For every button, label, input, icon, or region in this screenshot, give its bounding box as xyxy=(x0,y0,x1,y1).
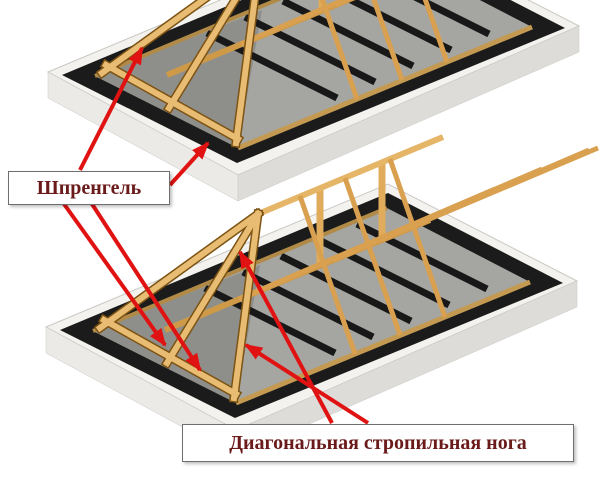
arrow-sprengel-bottom-2 xyxy=(90,202,202,372)
sprengel-label: Шпренгель xyxy=(8,171,170,205)
diagonal-rafter-label-text: Диагональная стропильная нога xyxy=(229,431,527,454)
arrow-sprengel-top-1 xyxy=(78,46,144,171)
arrow-sprengel-bottom-1 xyxy=(62,202,167,347)
arrow-diagonal-2 xyxy=(244,343,370,425)
sprengel-label-text: Шпренгель xyxy=(36,176,142,199)
diagonal-rafter-label: Диагональная стропильная нога xyxy=(182,424,574,462)
arrow-diagonal-1 xyxy=(238,250,334,424)
arrow-sprengel-top-2 xyxy=(168,141,210,187)
callout-arrows xyxy=(62,46,370,425)
